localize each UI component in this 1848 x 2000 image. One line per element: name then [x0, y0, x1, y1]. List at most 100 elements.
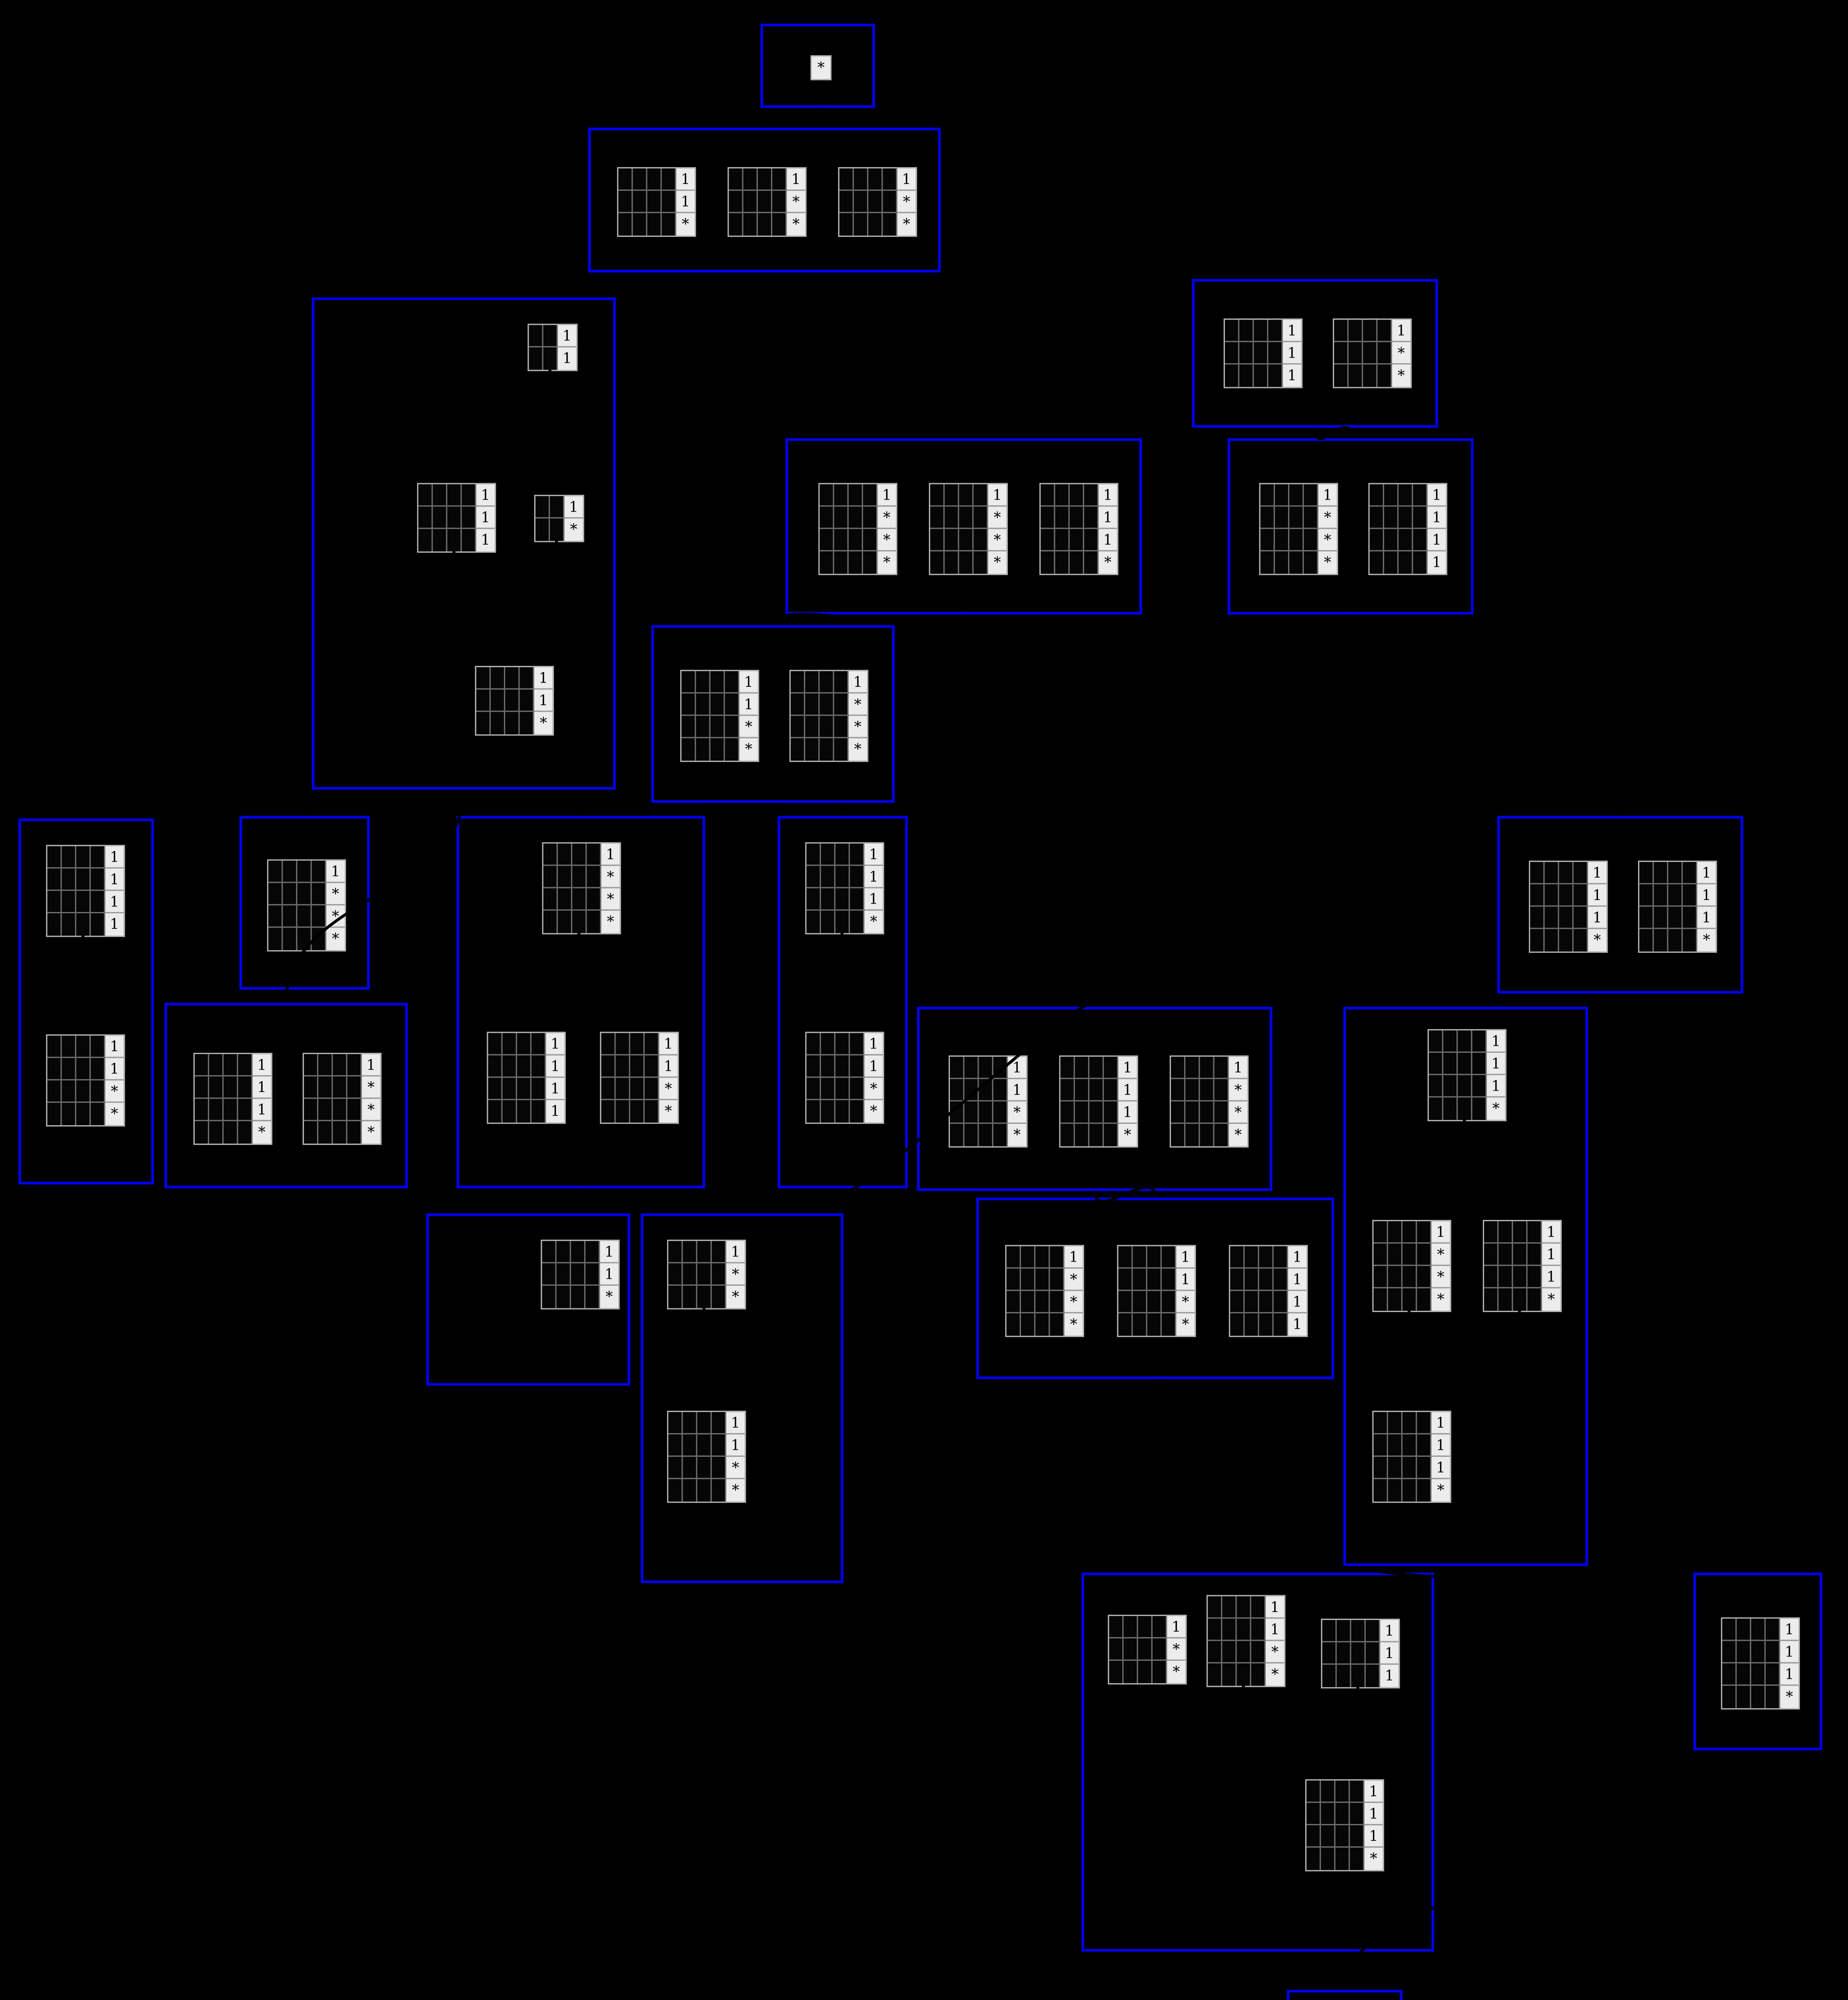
matrix-row: 1 [535, 496, 583, 519]
grid-cell [1366, 1620, 1381, 1642]
matrix-row: * [668, 1286, 745, 1308]
matrix-row: 1 [194, 1076, 271, 1099]
grid-cell [1171, 1101, 1186, 1124]
grid-cell [725, 693, 739, 716]
grid-cell [543, 910, 558, 933]
grid-cell [854, 213, 869, 236]
value-cell: 1 [1265, 1618, 1285, 1641]
grid-cell [1254, 364, 1269, 387]
grid-cell [821, 866, 836, 888]
value-cell: 1 [557, 347, 577, 370]
grid-cell [62, 846, 76, 869]
value-cell: 1 [1099, 529, 1117, 552]
matrix-row: 1 [1722, 1663, 1799, 1686]
matrix-row: 1 [601, 1055, 678, 1078]
grid-cell [964, 1124, 979, 1146]
grid-cell [772, 213, 787, 236]
value-cell: * [864, 910, 883, 933]
matrix-row: 1 [1306, 1780, 1383, 1803]
grid-cell [1722, 1686, 1737, 1708]
grid-cell [868, 168, 883, 191]
matrix-table-K-0: 1*** [542, 842, 621, 934]
matrix-row: 1 [476, 667, 553, 690]
grid-cell [1682, 929, 1698, 952]
grid-cell [91, 891, 106, 914]
grid-cell [47, 1103, 62, 1125]
grid-cell [76, 846, 91, 869]
grid-cell [959, 529, 974, 552]
grid-cell [1237, 1596, 1251, 1619]
grid-cell [312, 928, 326, 950]
grid-cell [1513, 1266, 1528, 1288]
grid-cell [1200, 1079, 1215, 1102]
grid-cell [1373, 1221, 1388, 1244]
grid-cell [1402, 1479, 1417, 1502]
grid-cell [1736, 1618, 1751, 1641]
grid-cell [1069, 551, 1084, 574]
grid-cell [1006, 1291, 1021, 1314]
matrix-row: * [1428, 1097, 1505, 1120]
grid-cell [729, 168, 743, 191]
grid-cell [1654, 929, 1668, 952]
grid-cell [959, 506, 974, 529]
matrix-row: 1 [1230, 1313, 1307, 1336]
grid-cell [834, 551, 849, 574]
value-cell: * [1431, 1288, 1450, 1311]
grid-cell [1736, 1686, 1751, 1708]
grid-cell [1373, 1244, 1388, 1266]
grid-cell [835, 1055, 850, 1078]
grid-cell [91, 868, 106, 891]
grid-cell [1275, 529, 1290, 552]
matrix-row: 1 [543, 843, 620, 866]
value-cell: * [1364, 1848, 1383, 1870]
value-cell: * [659, 1078, 678, 1100]
grid-cell [950, 1079, 965, 1102]
value-cell: * [1697, 929, 1716, 952]
grid-cell [758, 213, 773, 236]
grid-cell [1084, 506, 1099, 529]
grid-cell [572, 910, 587, 933]
value-cell: * [988, 551, 1007, 574]
grid-cell [1402, 1221, 1417, 1244]
grid-cell [1443, 1030, 1458, 1053]
grid-cell [1245, 1291, 1259, 1314]
grid-cell [502, 1033, 517, 1056]
grid-cell [1384, 551, 1399, 574]
value-cell: 1 [546, 1078, 565, 1100]
grid-cell [1268, 364, 1283, 387]
grid-cell [950, 1101, 965, 1124]
grid-cell [1200, 1124, 1215, 1146]
matrix-row: 1 [47, 1058, 124, 1081]
grid-cell [209, 1121, 224, 1144]
grid-cell [645, 1055, 659, 1078]
grid-cell [1153, 1638, 1167, 1661]
grid-cell [47, 1036, 62, 1058]
grid-cell [585, 1263, 600, 1286]
matrix-row: 1 [1373, 1221, 1450, 1244]
value-cell: 1 [601, 843, 620, 866]
grid-cell [1260, 551, 1275, 574]
grid-cell [238, 1121, 253, 1144]
grid-cell [697, 1434, 712, 1457]
grid-cell [849, 551, 863, 574]
grid-cell [1334, 320, 1349, 342]
grid-cell [1513, 1244, 1528, 1266]
grid-cell [1751, 1686, 1766, 1708]
grid-cell [333, 1054, 348, 1077]
matrix-row: * [668, 1263, 745, 1286]
grid-cell [1041, 551, 1055, 574]
value-cell: * [1780, 1686, 1799, 1708]
value-cell: 1 [1431, 1434, 1450, 1457]
grid-cell [979, 1101, 993, 1124]
grid-cell [1363, 364, 1378, 387]
grid-cell [819, 693, 834, 716]
grid-cell [1075, 1101, 1090, 1124]
